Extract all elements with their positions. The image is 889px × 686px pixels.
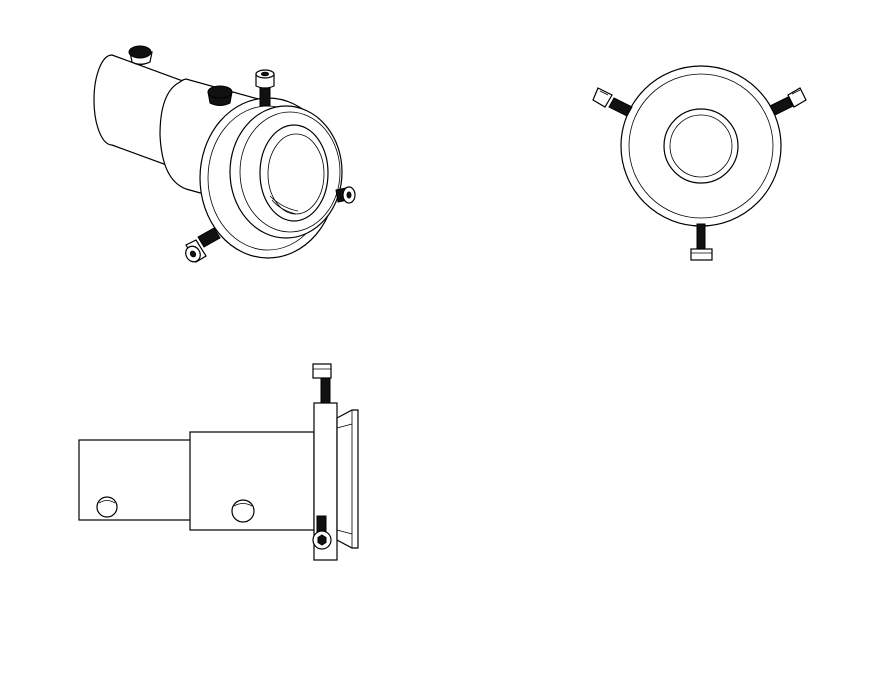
side-nose-lip — [336, 409, 359, 549]
flange-disc — [199, 97, 343, 259]
inner-flange-ring — [628, 73, 774, 219]
front-screw-right — [769, 87, 807, 116]
front-view — [592, 65, 807, 261]
bore-inner — [669, 114, 733, 178]
front-screw-left — [592, 87, 633, 117]
thumb-screw-middle — [207, 85, 233, 106]
thumb-screw-rear — [128, 45, 153, 66]
socket-screw-bottom — [185, 227, 221, 263]
side-view — [78, 363, 359, 561]
side-screw-bottom — [312, 515, 332, 550]
side-thumb-screw-rear — [96, 496, 118, 518]
front-screw-bottom — [690, 223, 713, 261]
side-screw-top — [312, 363, 332, 404]
socket-screw-top — [255, 69, 275, 107]
isometric-view — [93, 45, 356, 263]
side-thumb-screw-middle — [231, 499, 255, 523]
socket-screw-right — [335, 186, 356, 204]
bore-outer — [663, 108, 739, 184]
side-rear-tube — [78, 439, 192, 521]
